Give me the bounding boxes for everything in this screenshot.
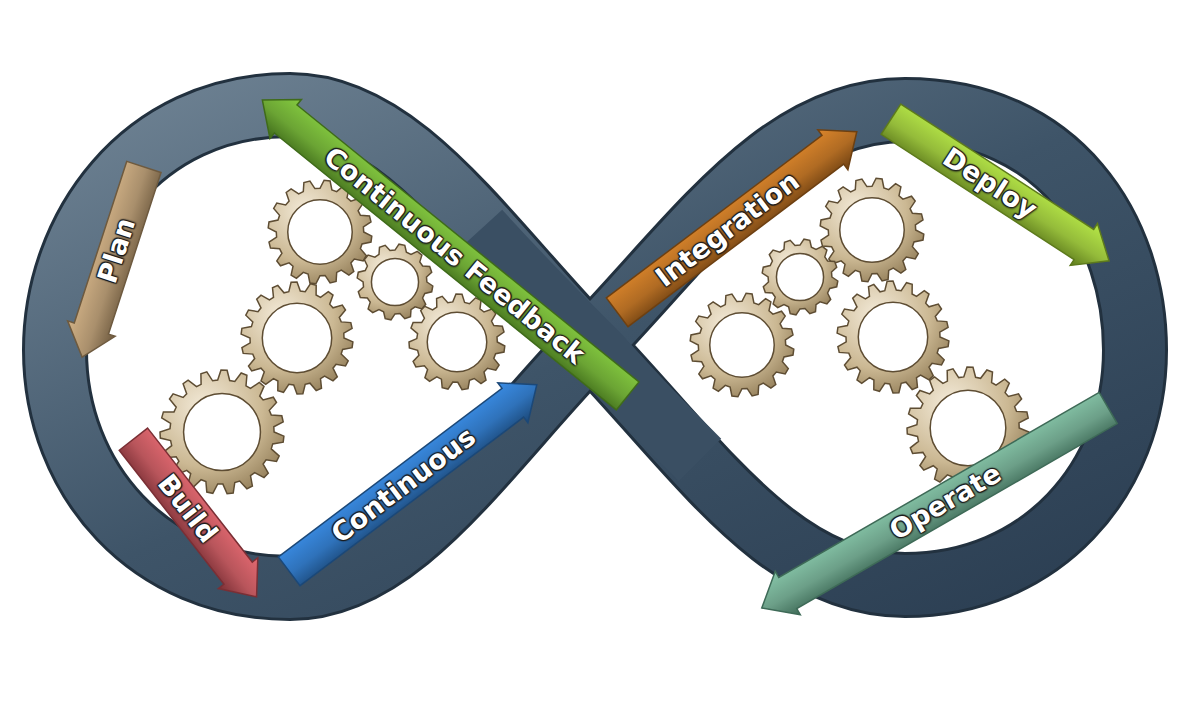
gear — [241, 282, 353, 394]
gear-teeth — [690, 293, 794, 397]
gear-hole — [840, 198, 904, 262]
gear — [762, 239, 838, 315]
arrow-body — [274, 365, 552, 591]
gear-hole — [858, 302, 927, 371]
gear-hole — [427, 312, 487, 372]
arrow-body — [749, 386, 1120, 629]
gear-teeth — [241, 282, 353, 394]
arrow-body — [58, 159, 167, 365]
arrow-body — [247, 81, 644, 416]
arrow-body — [114, 424, 277, 612]
gear-teeth — [762, 239, 838, 315]
gear-hole — [184, 394, 261, 471]
arrow-body — [602, 112, 872, 332]
gear-hole — [288, 200, 352, 264]
gear-group — [160, 178, 1029, 494]
gear — [837, 281, 949, 393]
gear-hole — [262, 303, 331, 372]
gear-teeth — [837, 281, 949, 393]
gear-hole — [776, 253, 823, 300]
gear-hole — [710, 313, 774, 377]
gear — [690, 293, 794, 397]
gear-hole — [371, 258, 418, 305]
arrow-body — [877, 98, 1122, 282]
